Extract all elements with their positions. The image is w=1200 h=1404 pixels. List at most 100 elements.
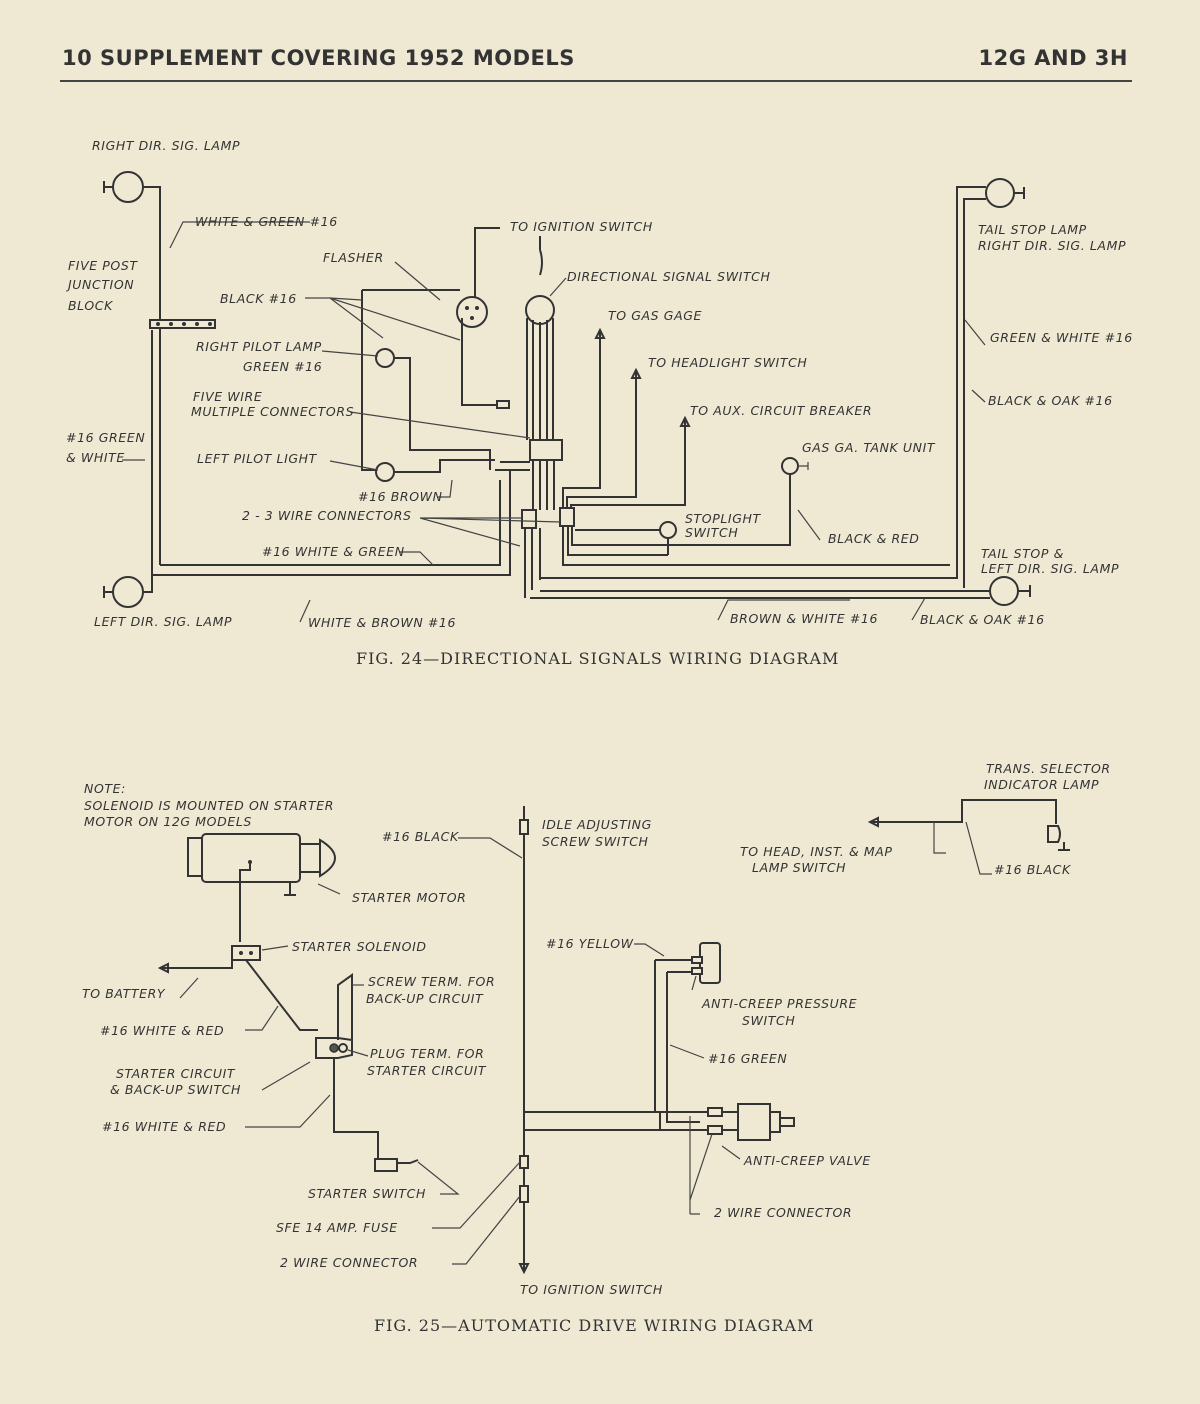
- label-right-dir-sig-lamp-2: RIGHT DIR. SIG. LAMP: [978, 238, 1126, 253]
- label-two-wire-connector-left: 2 WIRE CONNECTOR: [280, 1255, 418, 1270]
- label-green-16: GREEN #16: [243, 359, 322, 374]
- label-note-line2: MOTOR ON 12G MODELS: [84, 814, 252, 829]
- label-black-red: BLACK & RED: [828, 531, 920, 546]
- label-left-dir-sig-lamp-2: LEFT DIR. SIG. LAMP: [981, 561, 1119, 576]
- label-back-up-circuit: BACK-UP CIRCUIT: [366, 991, 484, 1006]
- white-green-wire: [160, 480, 501, 566]
- page-header-models: 12G AND 3H: [978, 46, 1128, 70]
- label-green-white-16-left-2: & WHITE: [66, 450, 125, 465]
- brown-wire: [395, 459, 495, 473]
- label-right-pilot-lamp: RIGHT PILOT LAMP: [196, 339, 322, 354]
- label-tail-stop-and: TAIL STOP &: [981, 546, 1064, 561]
- label-screw-switch: SCREW SWITCH: [542, 834, 649, 849]
- header-rule: [60, 80, 1132, 82]
- label-flasher: FLASHER: [323, 250, 384, 265]
- label-starter-motor: STARTER MOTOR: [352, 890, 466, 905]
- fig25-automatic-drive: NOTE: SOLENOID IS MOUNTED ON STARTER MOT…: [82, 761, 1111, 1335]
- anti-creep-pressure-switch: [654, 942, 721, 1123]
- label-to-ignition-switch: TO IGNITION SWITCH: [510, 219, 653, 234]
- label-switch: SWITCH: [685, 525, 738, 540]
- left-dir-sig-lamp: [103, 330, 153, 608]
- label-white-red-16-a: #16 WHITE & RED: [100, 1023, 224, 1038]
- label-to-aux-circuit-breaker: TO AUX. CIRCUIT BREAKER: [690, 403, 872, 418]
- label-black-16: #16 BLACK: [382, 829, 460, 844]
- starter-switch: [374, 1158, 419, 1172]
- label-junction: JUNCTION: [65, 277, 134, 292]
- five-wire-connector: [529, 439, 563, 461]
- label-2-3-wire-connectors: 2 - 3 WIRE CONNECTORS: [242, 508, 412, 523]
- label-screw-term-for: SCREW TERM. FOR: [368, 974, 495, 989]
- label-black-16-right: #16 BLACK: [994, 862, 1072, 877]
- label-stoplight: STOPLIGHT: [685, 511, 761, 526]
- label-to-ignition-switch-25: TO IGNITION SWITCH: [520, 1282, 663, 1297]
- label-white-green-16-lower: #16 WHITE & GREEN: [262, 544, 405, 559]
- main-harness-junction: [523, 1112, 661, 1140]
- label-left-pilot-light: LEFT PILOT LIGHT: [197, 451, 318, 466]
- two-wire-connector-left: [519, 1185, 529, 1203]
- label-starter-circuit-term: STARTER CIRCUIT: [367, 1063, 487, 1078]
- label-white-brown-16: WHITE & BROWN #16: [308, 615, 456, 630]
- right-pilot-lamp: [375, 348, 395, 368]
- label-multiple-connectors: MULTIPLE CONNECTORS: [191, 404, 354, 419]
- tail-stop-lamp-right: [540, 178, 1025, 588]
- label-indicator-lamp: INDICATOR LAMP: [984, 777, 1099, 792]
- label-to-battery: TO BATTERY: [82, 986, 166, 1001]
- label-idle-adjusting: IDLE ADJUSTING: [542, 817, 652, 832]
- label-white-red-16-b: #16 WHITE & RED: [102, 1119, 226, 1134]
- label-switch-25: SWITCH: [742, 1013, 795, 1028]
- label-block: BLOCK: [68, 298, 114, 313]
- tail-stop-lamp-left: [530, 576, 1031, 606]
- green-wire: [395, 357, 491, 470]
- label-to-head-inst-map: TO HEAD, INST. & MAP: [740, 844, 893, 859]
- directional-signal-switch: [525, 249, 555, 440]
- three-wire-connector-1: [521, 509, 537, 529]
- right-dir-sig-lamp: [103, 171, 161, 565]
- sfe-14-amp-fuse: [519, 1155, 529, 1169]
- label-green-16: #16 GREEN: [708, 1051, 787, 1066]
- fig24-directional-signals: RIGHT DIR. SIG. LAMP WHITE & GREEN #16 T…: [65, 138, 1133, 668]
- starter-solenoid: [157, 945, 318, 1031]
- label-gas-ga-tank-unit: GAS GA. TANK UNIT: [802, 440, 936, 455]
- label-green-white-16-right: GREEN & WHITE #16: [990, 330, 1133, 345]
- flasher: [456, 227, 510, 409]
- label-green-white-16-left-1: #16 GREEN: [66, 430, 145, 445]
- label-tail-stop-lamp: TAIL STOP LAMP: [978, 222, 1087, 237]
- label-five-wire: FIVE WIRE: [193, 389, 262, 404]
- label-trans-selector: TRANS. SELECTOR: [986, 761, 1111, 776]
- label-back-up-switch: & BACK-UP SWITCH: [110, 1082, 241, 1097]
- label-starter-solenoid: STARTER SOLENOID: [292, 939, 427, 954]
- label-directional-signal-switch: DIRECTIONAL SIGNAL SWITCH: [567, 269, 771, 284]
- left-pilot-light: [375, 462, 395, 482]
- label-brown-white-16: BROWN & WHITE #16: [730, 611, 878, 626]
- idle-adjusting-screw-switch: [519, 806, 660, 1113]
- starter-circuit-backup-switch: [315, 973, 379, 1160]
- label-starter-circuit: STARTER CIRCUIT: [116, 1066, 236, 1081]
- label-plug-term-for: PLUG TERM. FOR: [370, 1046, 484, 1061]
- label-two-wire-connector-right: 2 WIRE CONNECTOR: [714, 1205, 852, 1220]
- trans-selector-indicator-lamp: [867, 799, 1070, 851]
- fig24-caption: FIG. 24—DIRECTIONAL SIGNALS WIRING DIAGR…: [356, 649, 839, 668]
- label-sfe-fuse: SFE 14 AMP. FUSE: [276, 1220, 398, 1235]
- label-brown-16: #16 BROWN: [358, 489, 443, 504]
- white-brown-wire: [152, 470, 511, 576]
- three-wire-connector-2: [559, 507, 575, 527]
- label-black-16: BLACK #16: [220, 291, 297, 306]
- label-lamp-switch: LAMP SWITCH: [752, 860, 846, 875]
- gas-gage-tank-unit: [781, 457, 809, 475]
- label-five-post: FIVE POST: [68, 258, 138, 273]
- anti-creep-valve: [660, 1103, 795, 1141]
- label-to-headlight-switch: TO HEADLIGHT SWITCH: [648, 355, 807, 370]
- page-header-title: 10 SUPPLEMENT COVERING 1952 MODELS: [62, 46, 575, 70]
- fig25-caption: FIG. 25—AUTOMATIC DRIVE WIRING DIAGRAM: [374, 1316, 814, 1335]
- label-black-oak-16-bottom: BLACK & OAK #16: [920, 612, 1045, 627]
- label-note: NOTE:: [84, 781, 126, 796]
- label-to-gas-gage: TO GAS GAGE: [608, 308, 702, 323]
- black-wire: [361, 290, 380, 471]
- label-white-green-16: WHITE & GREEN #16: [195, 214, 338, 229]
- label-anti-creep-pressure: ANTI-CREEP PRESSURE: [701, 996, 857, 1011]
- stoplight-switch: [575, 521, 677, 555]
- five-post-junction-block: [149, 319, 216, 329]
- label-starter-switch: STARTER SWITCH: [308, 1186, 426, 1201]
